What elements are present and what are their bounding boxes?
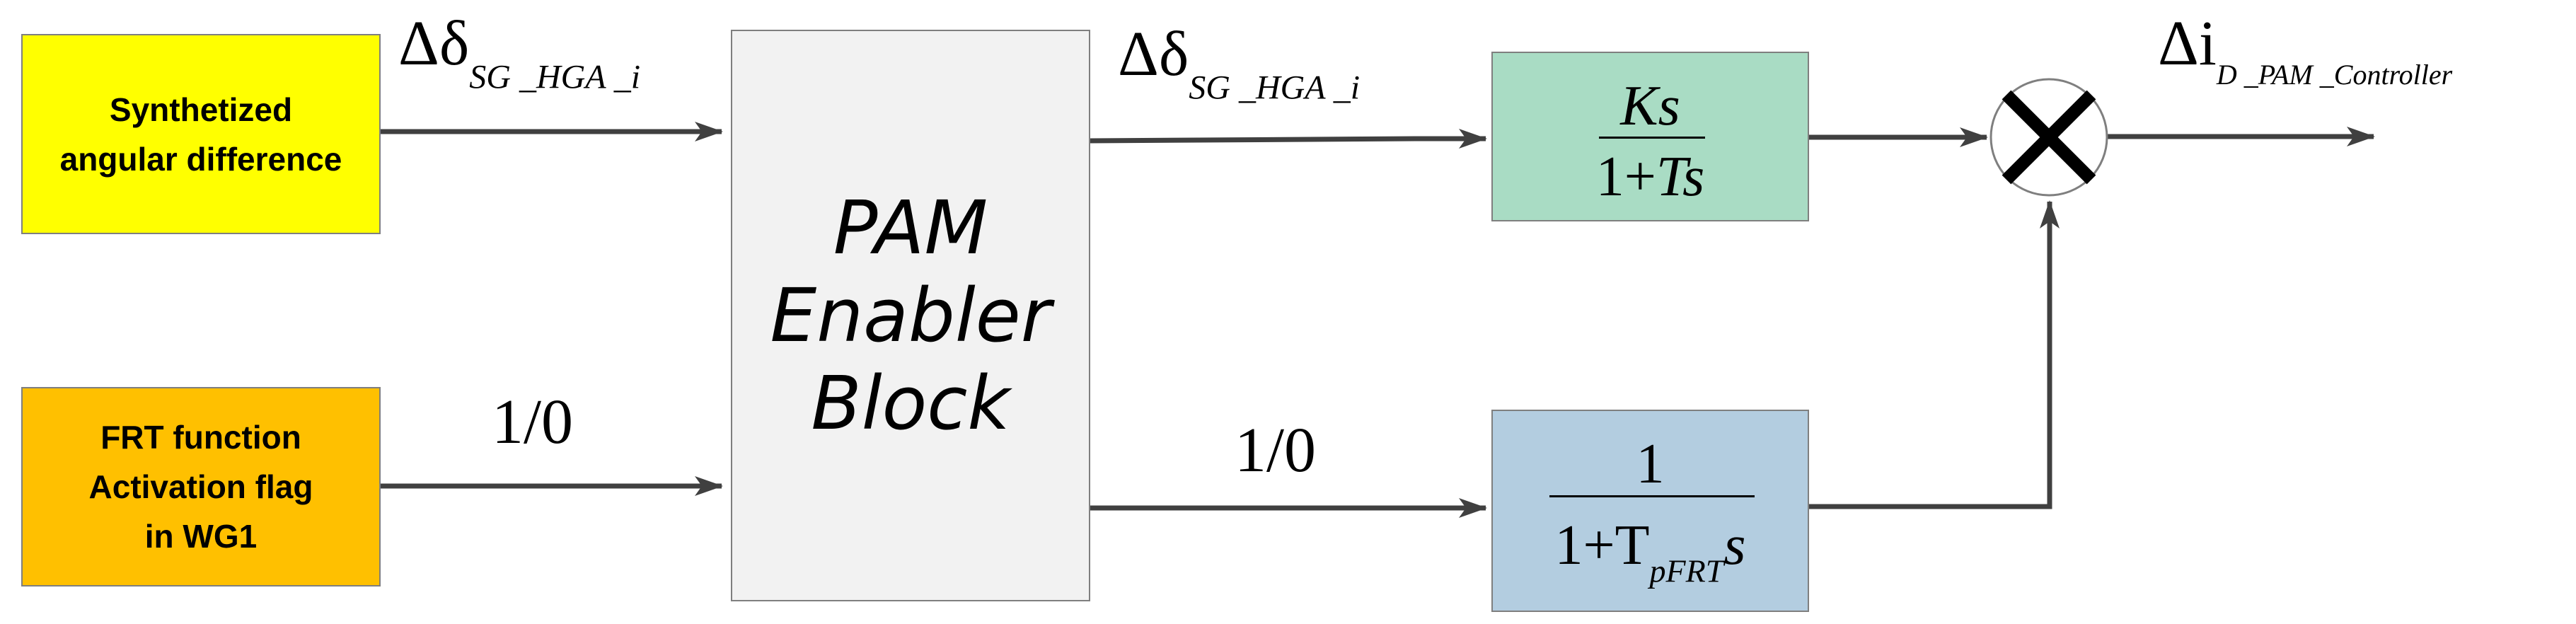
frt-activation-flag-label: FRT function Activation flag in WG1: [88, 419, 313, 555]
synthetized-angular-difference-label: Synthetized angular difference: [59, 91, 342, 178]
ks-fraction-bar: [1599, 137, 1705, 139]
pam-enabler-label: PAM Enabler Block: [770, 185, 1051, 446]
pfrt-transfer-function-block: 1 1+TpFRTs: [1491, 410, 1809, 612]
ks-numerator: Ks: [1620, 75, 1680, 137]
flag-signal-label-input: 1/0: [492, 387, 574, 457]
ks-transfer-function-block: Ks 1+Ts: [1491, 52, 1809, 221]
synthetized-angular-difference-box: Synthetized angular difference: [21, 34, 381, 234]
delta-signal-label-output: ΔδSG _HGA _i: [1118, 19, 1361, 107]
ks-denominator: 1+Ts: [1595, 146, 1705, 208]
wire-enabler-to-ks: [1089, 129, 1487, 149]
pfrt-fraction-bar: [1549, 495, 1755, 497]
flag-signal-label-output: 1/0: [1235, 415, 1317, 485]
wire-pfrt-to-multiplier: [1808, 200, 2060, 509]
output-signal-label: ΔiD _PAM _Controller: [2158, 8, 2453, 91]
pam-enabler-block: PAM Enabler Block: [731, 30, 1090, 601]
pfrt-numerator: 1: [1636, 433, 1665, 495]
pfrt-denominator: 1+TpFRTs: [1554, 514, 1746, 589]
frt-activation-flag-box: FRT function Activation flag in WG1: [21, 387, 381, 587]
delta-signal-label-input: ΔδSG _HGA _i: [398, 8, 641, 96]
multiplier-node: [1989, 78, 2108, 197]
